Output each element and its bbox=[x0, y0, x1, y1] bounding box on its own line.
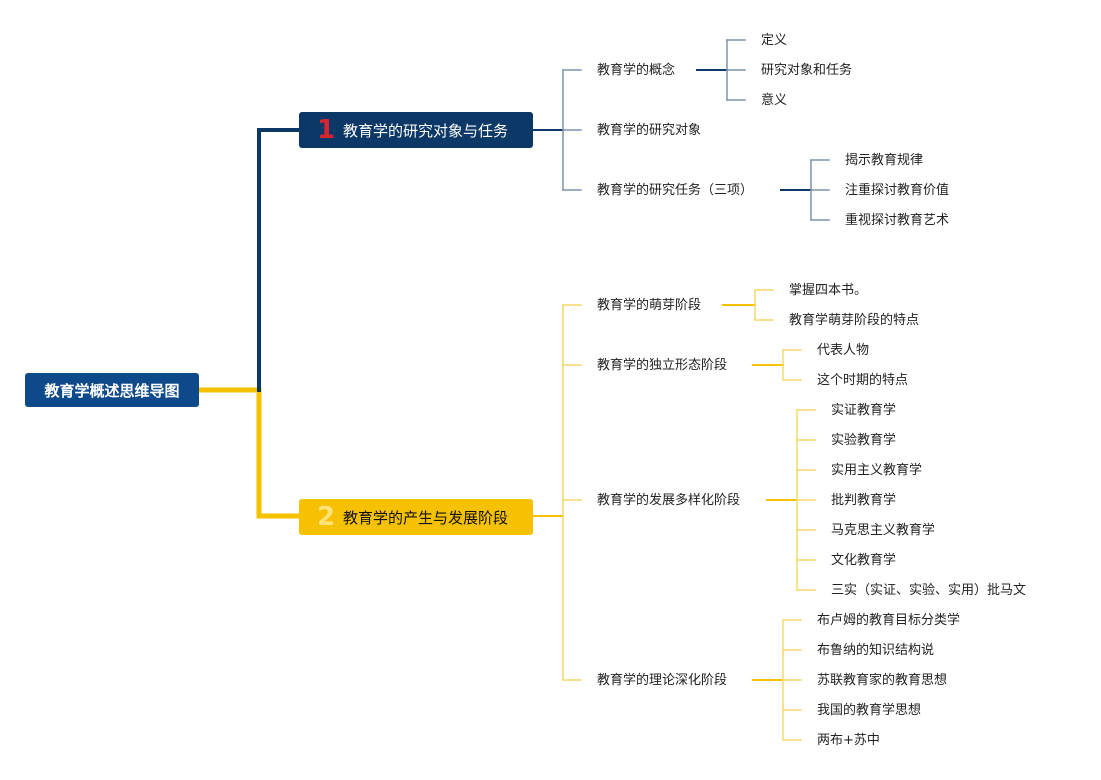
leaf-definition[interactable]: 定义 bbox=[761, 33, 788, 48]
branch-1-node[interactable]: 1 教育学的研究对象与任务 bbox=[299, 112, 533, 148]
leaf-cultural-pedagogy[interactable]: 文化教育学 bbox=[831, 553, 897, 568]
topic-research-tasks[interactable]: 教育学的研究任务（三项） bbox=[597, 183, 754, 198]
leaf-mnemonic-summary[interactable]: 三实（实证、实验、实用）批马文 bbox=[831, 583, 1027, 598]
topic-concept[interactable]: 教育学的概念 bbox=[597, 63, 676, 78]
branch-2-label: 教育学的产生与发展阶段 bbox=[343, 508, 509, 527]
leaf-mnemonic-two-bu[interactable]: 两布+苏中 bbox=[817, 733, 880, 748]
leaf-bruner-structure[interactable]: 布鲁纳的知识结构说 bbox=[817, 643, 935, 658]
leaf-bloom-taxonomy[interactable]: 布卢姆的教育目标分类学 bbox=[817, 613, 961, 628]
branch-1-label: 教育学的研究对象与任务 bbox=[343, 121, 509, 140]
topic-diversified-stage[interactable]: 教育学的发展多样化阶段 bbox=[597, 493, 741, 508]
topic-independent-stage[interactable]: 教育学的独立形态阶段 bbox=[597, 358, 728, 373]
topic-sprout-stage[interactable]: 教育学的萌芽阶段 bbox=[597, 298, 702, 313]
leaf-period-features[interactable]: 这个时期的特点 bbox=[817, 373, 909, 388]
leaf-chinese-thought[interactable]: 我国的教育学思想 bbox=[817, 703, 922, 718]
topic-research-object[interactable]: 教育学的研究对象 bbox=[597, 123, 702, 138]
root-label: 教育学概述思维导图 bbox=[44, 381, 180, 400]
leaf-explore-values[interactable]: 注重探讨教育价值 bbox=[845, 183, 950, 198]
leaf-reveal-laws[interactable]: 揭示教育规律 bbox=[845, 153, 924, 168]
topic-deepening-stage[interactable]: 教育学的理论深化阶段 bbox=[597, 673, 728, 688]
branch-2-node[interactable]: 2 教育学的产生与发展阶段 bbox=[299, 499, 533, 535]
leaf-critical-pedagogy[interactable]: 批判教育学 bbox=[831, 493, 897, 508]
leaf-soviet-thought[interactable]: 苏联教育家的教育思想 bbox=[817, 673, 948, 688]
branch-1-number: 1 bbox=[316, 115, 336, 145]
leaf-significance[interactable]: 意义 bbox=[761, 93, 788, 108]
leaf-object-and-task[interactable]: 研究对象和任务 bbox=[761, 63, 853, 78]
leaf-marxist-pedagogy[interactable]: 马克思主义教育学 bbox=[831, 523, 936, 538]
leaf-positivist-pedagogy[interactable]: 实证教育学 bbox=[831, 403, 897, 418]
leaf-representatives[interactable]: 代表人物 bbox=[817, 343, 870, 358]
leaf-four-books[interactable]: 掌握四本书。 bbox=[789, 283, 868, 298]
leaf-experimental-pedagogy[interactable]: 实验教育学 bbox=[831, 433, 897, 448]
branch-2-number: 2 bbox=[316, 502, 336, 532]
leaf-pragmatist-pedagogy[interactable]: 实用主义教育学 bbox=[831, 463, 923, 478]
leaf-sprout-features[interactable]: 教育学萌芽阶段的特点 bbox=[789, 313, 920, 328]
leaf-explore-art[interactable]: 重视探讨教育艺术 bbox=[845, 213, 950, 228]
root-node[interactable]: 教育学概述思维导图 bbox=[25, 373, 199, 407]
